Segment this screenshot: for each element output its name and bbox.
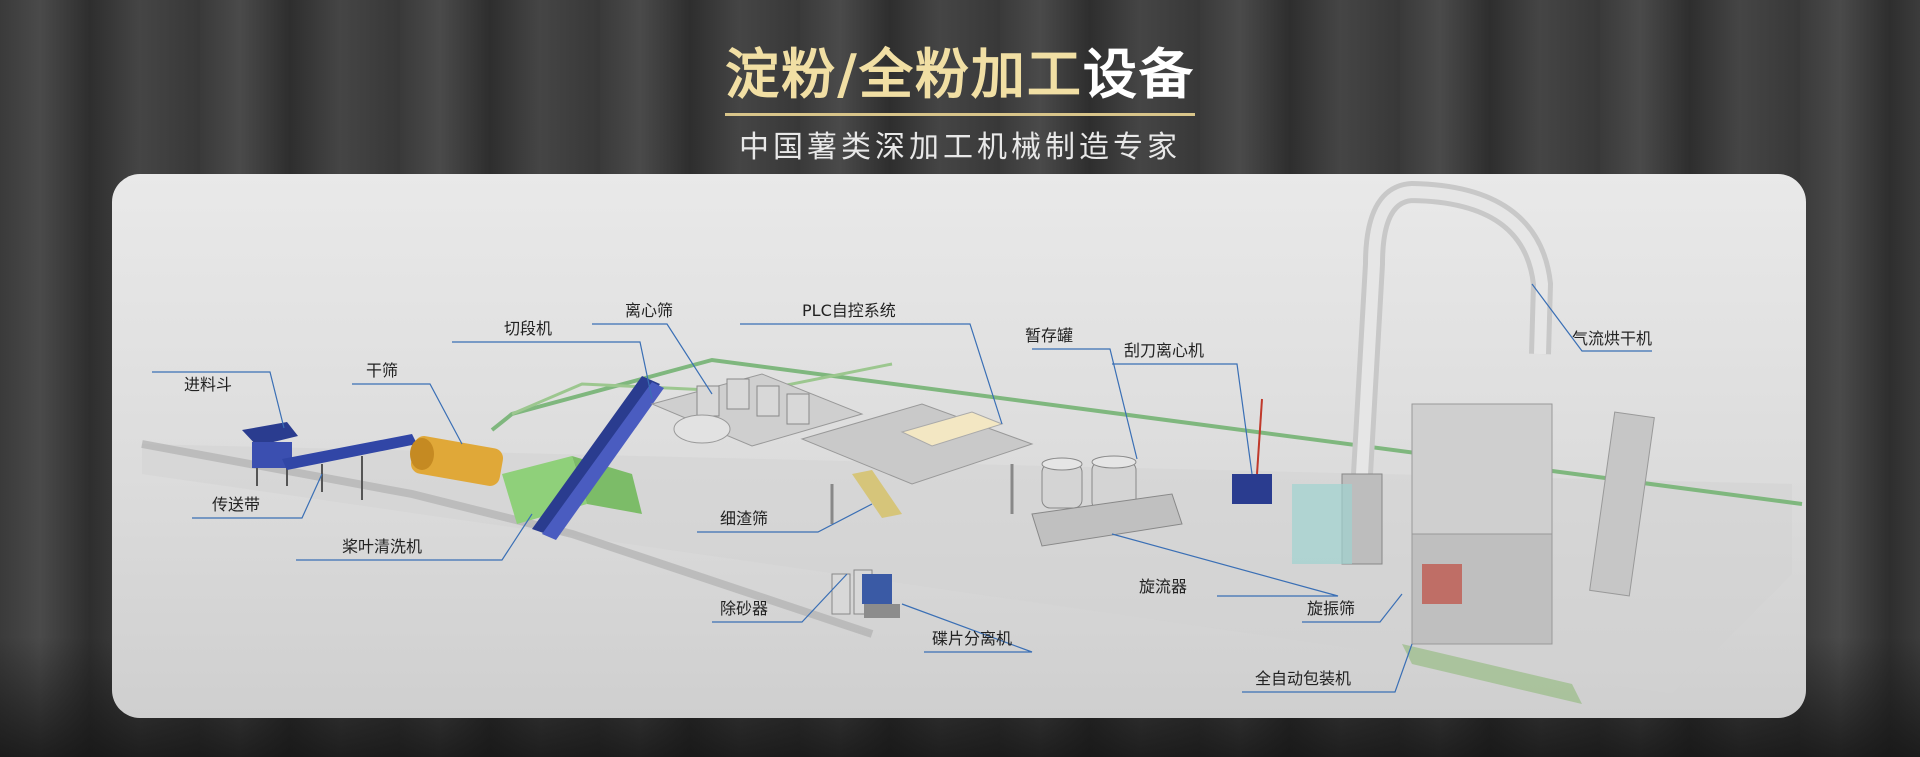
title-rest: 设备 [1082,43,1195,106]
label-hydrocyclone: 旋流器 [1139,577,1187,596]
label-temp-storage-tank: 暂存罐 [1025,326,1073,345]
label-conveyor-belt: 传送带 [212,495,260,514]
label-cutting-machine: 切段机 [504,319,552,338]
label-disc-separator: 碟片分离机 [932,629,1012,648]
label-plc-control: PLC自控系统 [802,301,896,320]
main-pipe [490,357,1803,506]
page-subtitle: 中国薯类深加工机械制造专家 [739,130,1181,165]
vibrating-sieve-machine [1292,484,1352,564]
auto-packing-machine [1402,533,1582,704]
secondary-pipe [511,362,893,416]
process-diagram-panel: 进料斗 传送带 干筛 桨叶清洗机 切段机 离心筛 PLC自控系统 细渣筛 除砂器… [112,174,1806,718]
dry-screen-machine [410,436,504,486]
callout-lines [152,283,1652,693]
scraper-centrifuge-machine [1232,398,1272,504]
label-feed-hopper: 进料斗 [184,375,232,394]
label-desander: 除砂器 [720,599,768,618]
title-highlight: 淀粉/全粉加工 [725,43,1083,106]
label-fine-residue-sieve: 细渣筛 [720,509,768,528]
process-diagram: 进料斗 传送带 干筛 桨叶清洗机 切段机 离心筛 PLC自控系统 细渣筛 除砂器… [141,180,1803,704]
cutting-machine [532,376,664,540]
temp-storage-tank-machine [1041,455,1137,511]
page-title: 淀粉/全粉加工设备 [725,30,1195,116]
label-auto-packing: 全自动包装机 [1255,669,1351,688]
label-flash-dryer: 气流烘干机 [1572,329,1652,348]
floor-rail [141,440,874,638]
disc-separator-machine [862,574,900,618]
label-paddle-washer: 桨叶清洗机 [342,537,422,556]
flash-dryer-machine [1341,180,1655,597]
hydrocyclone-machine [1031,493,1183,547]
label-scraper-centrifuge: 刮刀离心机 [1124,341,1204,360]
header: 淀粉/全粉加工设备 中国薯类深加工机械制造专家 [0,30,1920,166]
label-dry-screen: 干筛 [366,361,398,380]
label-vibrating-sieve: 旋振筛 [1307,599,1355,618]
centrifugal-sieve-machine [650,373,864,447]
label-centrifugal-sieve: 离心筛 [625,301,673,320]
conveyor-belt-machine [282,434,417,500]
plc-control-system [800,403,1034,524]
fine-residue-sieve-machine [852,470,902,518]
